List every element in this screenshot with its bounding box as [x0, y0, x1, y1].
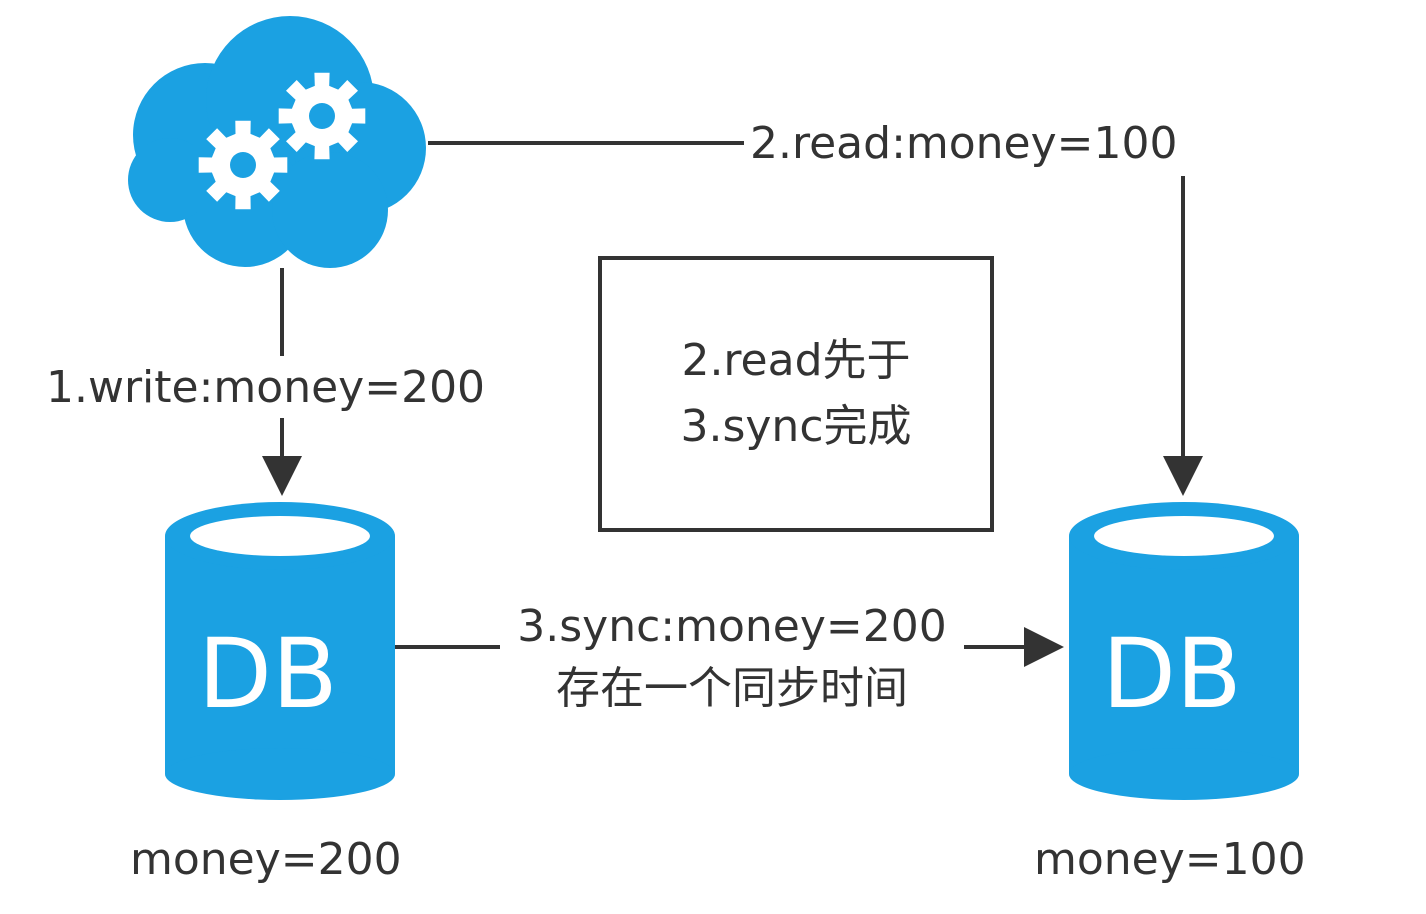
db-right-label: DB — [1102, 618, 1242, 730]
database-icon — [1069, 502, 1299, 800]
cloud-shape — [128, 16, 426, 268]
database-icon — [165, 502, 395, 800]
cloud-gears-icon — [128, 16, 426, 268]
db-left-value-label: money=200 — [130, 834, 402, 885]
db-right-value-label: money=100 — [1034, 834, 1306, 885]
note-line-1: 2.read先于 — [681, 335, 911, 386]
gear-hole — [309, 103, 335, 129]
note-line-2: 3.sync完成 — [680, 401, 912, 452]
sync-edge-label: 3.sync:money=200 存在一个同步时间 — [500, 596, 964, 720]
read-edge-label: 2.read:money=100 — [744, 122, 1184, 166]
gear-icon — [198, 120, 288, 210]
db-left-label: DB — [198, 618, 338, 730]
gear-icon — [278, 72, 366, 160]
gear-hole — [230, 152, 256, 178]
sync-edge-label-line2: 存在一个同步时间 — [556, 663, 908, 714]
note-box: 2.read先于 3.sync完成 — [598, 256, 994, 532]
write-edge-label: 1.write:money=200 — [40, 366, 492, 410]
sync-edge-label-line1: 3.sync:money=200 — [517, 601, 947, 652]
